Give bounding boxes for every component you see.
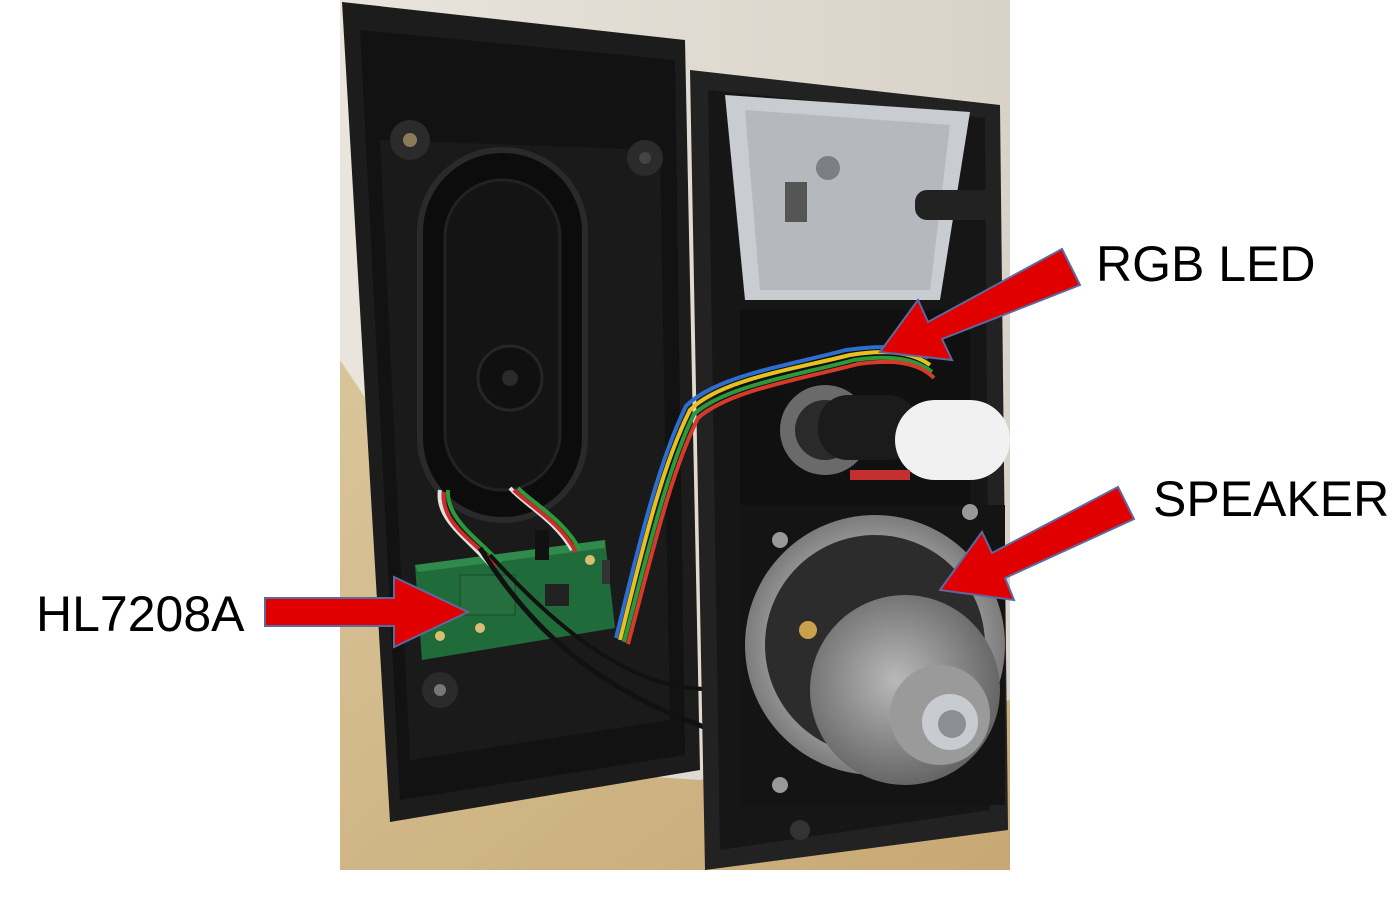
enclosure-back-shell [342,2,700,822]
speaker-label: SPEAKER [1153,471,1390,527]
enclosure-front-cover [690,70,1010,870]
rgb-led-label: RGB LED [1096,236,1316,292]
hl7208a-label: HL7208A [36,586,245,642]
device-photo [340,0,1010,870]
